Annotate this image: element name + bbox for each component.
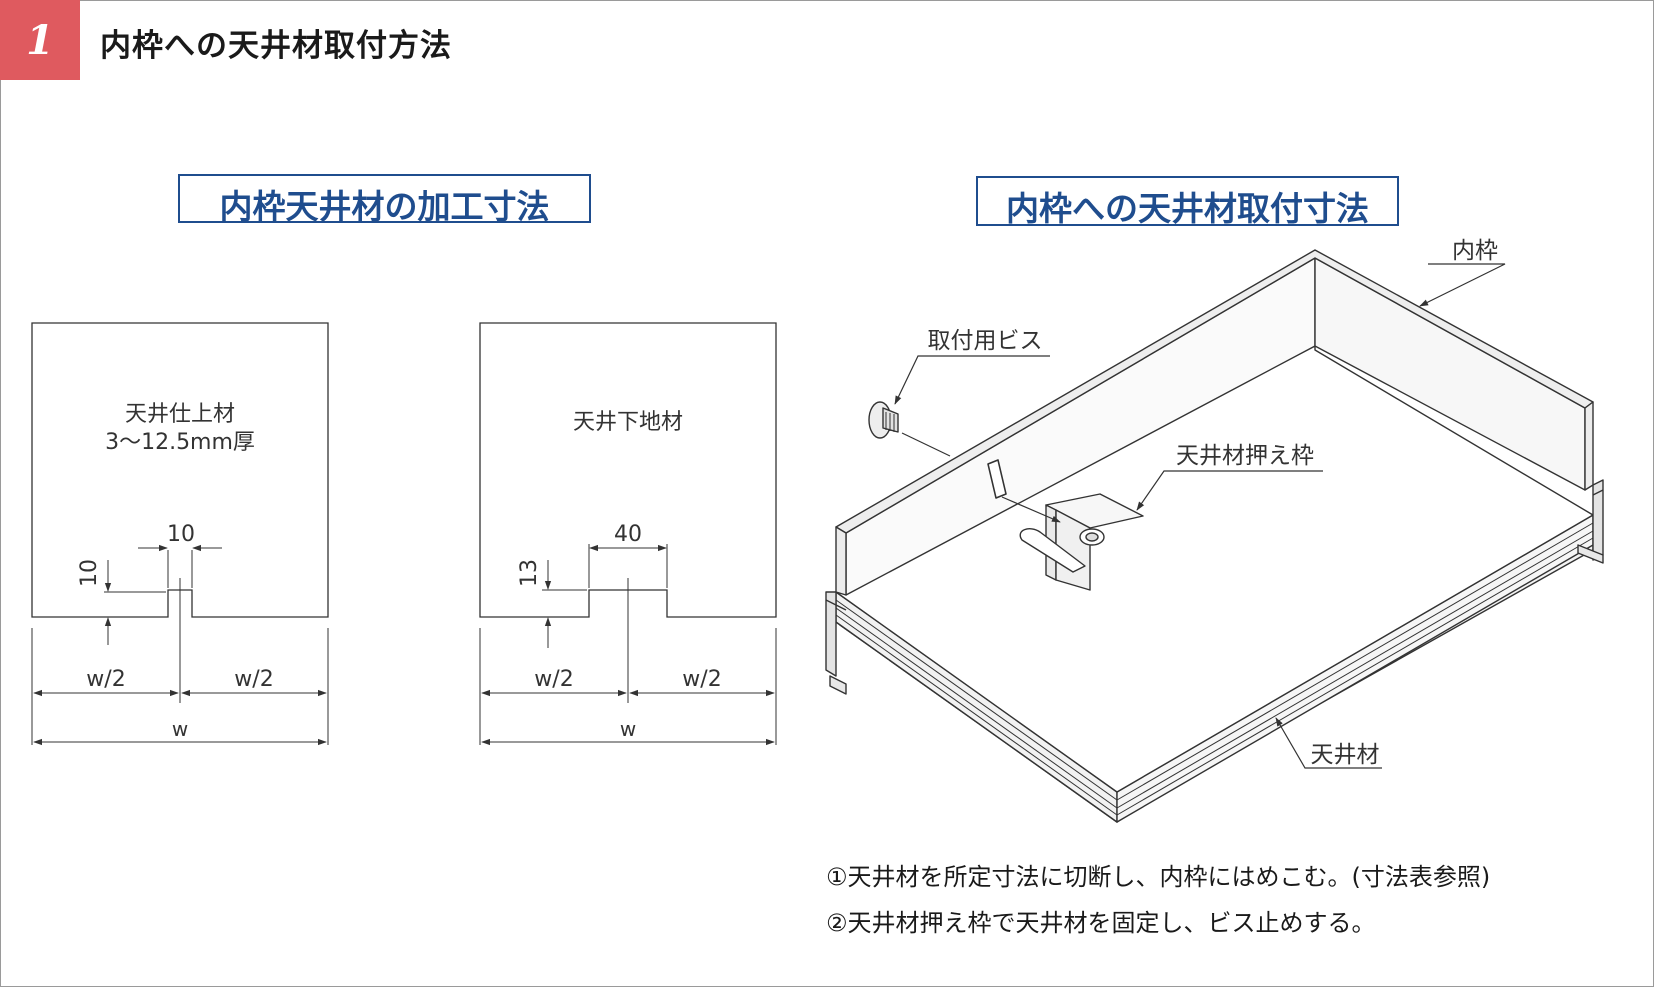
panel-a-half-right: w/2	[234, 667, 273, 692]
instruction-notes: ①天井材を所定寸法に切断し、内枠にはめこむ。(寸法表参照) ②天井材押え枠で天井…	[826, 854, 1490, 946]
page-title: 内枠への天井材取付方法	[100, 28, 452, 64]
panel-b-label: 天井下地材	[573, 410, 683, 435]
panel-b-total: w	[620, 717, 636, 741]
panel-b-notch-depth: 13	[517, 559, 542, 587]
panel-a-notch-depth: 10	[77, 559, 102, 587]
label-ceiling-clamp-frame: 天井材押え枠	[1176, 443, 1314, 469]
step-number-badge: 1	[0, 0, 80, 80]
label-ceiling-material: 天井材	[1311, 742, 1380, 768]
panel-b-half-left: w/2	[534, 667, 573, 692]
panel-b-half-right: w/2	[682, 667, 721, 692]
note-step-1: ①天井材を所定寸法に切断し、内枠にはめこむ。(寸法表参照)	[826, 863, 1491, 891]
iso-guide-lines	[901, 432, 1061, 523]
panel-a-total: w	[172, 717, 188, 741]
panel-a-half-left: w/2	[86, 667, 125, 692]
section-title-processing-dimensions: 内枠天井材の加工寸法	[178, 174, 591, 226]
label-inner-frame: 内枠	[1452, 238, 1498, 264]
panel-a-label-line2: 3〜12.5mm厚	[105, 430, 255, 455]
label-mounting-screw: 取付用ビス	[928, 328, 1043, 354]
panel-a-label-line1: 天井仕上材	[125, 402, 235, 427]
panel-a-notch-width: 10	[167, 522, 195, 547]
panel-finishing-material	[31, 322, 329, 746]
section-title-mounting-dimensions: 内枠への天井材取付寸法	[976, 176, 1399, 228]
iso-leader-lines	[894, 263, 1506, 769]
note-step-2: ②天井材押え枠で天井材を固定し、ビス止めする。	[826, 909, 1376, 937]
panel-b-notch-width: 40	[614, 522, 642, 547]
panel-base-material	[479, 322, 777, 746]
iso-inner-frame-assembly	[825, 249, 1604, 823]
